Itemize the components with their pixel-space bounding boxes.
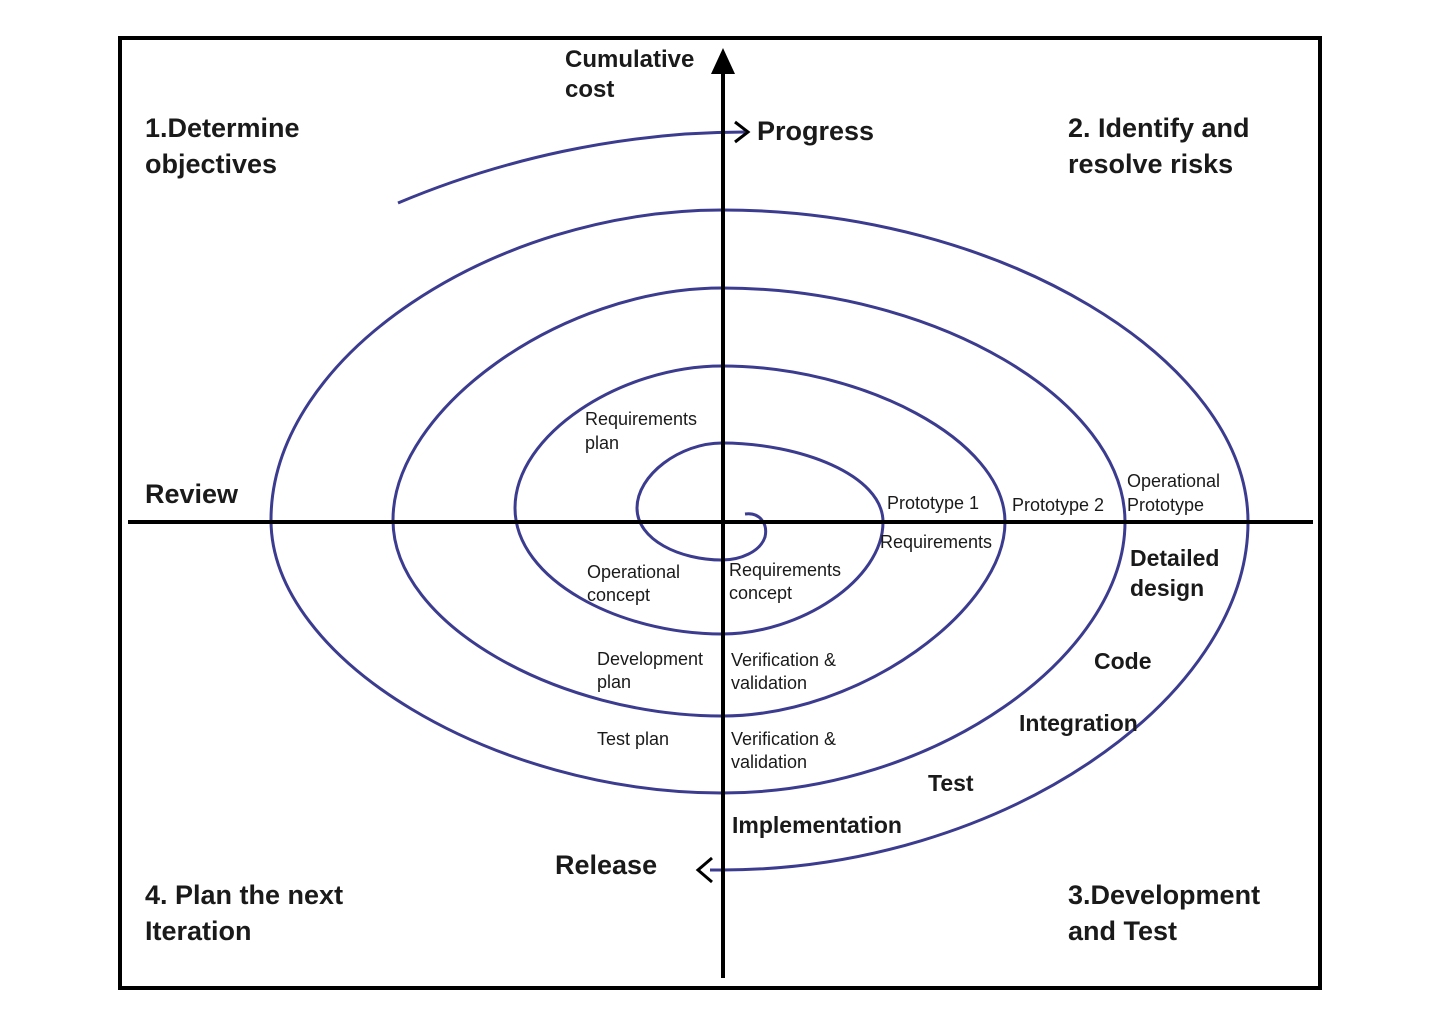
operational-prototype-label-line1: Operational [1127,471,1220,491]
operational-concept-label-line1: Operational [587,562,680,582]
quadrant-4-title-line1: 4. Plan the next [145,880,343,910]
development-plan-label-line2: plan [597,672,631,692]
verification-validation-2-label-line2: validation [731,752,807,772]
detailed-design-label-line2: design [1130,575,1204,601]
test-label: Test [928,770,974,796]
quadrant-2-title-line2: resolve risks [1068,149,1233,179]
review-label: Review [145,479,239,509]
quadrant-2-title-line1: 2. Identify and [1068,113,1250,143]
quadrant-1-title-line1: 1.Determine [145,113,300,143]
detailed-design-label-line1: Detailed [1130,545,1219,571]
y-axis-label-line1: Cumulative [565,46,694,73]
requirements-plan-label-line2: plan [585,433,619,453]
integration-label: Integration [1019,710,1138,736]
verification-validation-1-label-line2: validation [731,673,807,693]
implementation-label: Implementation [732,812,902,838]
verification-validation-2-label-line1: Verification & [731,729,836,749]
development-plan-label-line1: Development [597,649,703,669]
code-label: Code [1094,648,1152,674]
diagram-frame [118,36,1322,990]
requirements-concept-label-line1: Requirements [729,560,841,580]
operational-prototype-label-line2: Prototype [1127,495,1204,515]
prototype-1-label: Prototype 1 [887,493,979,513]
requirements-plan-label-line1: Requirements [585,409,697,429]
quadrant-1-title-line2: objectives [145,149,277,179]
quadrant-4-title-line2: Iteration [145,916,252,946]
quadrant-3-title-line2: and Test [1068,916,1177,946]
test-plan-label: Test plan [597,729,669,749]
cumulative-cost-arrow-icon [711,48,735,74]
progress-arrow [397,130,746,205]
release-label: Release [555,850,657,880]
operational-concept-label-line2: concept [587,585,650,605]
requirements-concept-label-line2: concept [729,583,792,603]
progress-label: Progress [757,116,874,146]
y-axis-label-line2: cost [565,76,614,103]
verification-validation-1-label-line1: Verification & [731,650,836,670]
release-arrow-icon [695,856,713,884]
quadrant-3-title-line1: 3.Development [1068,880,1260,910]
progress-arrow-icon [734,120,751,144]
prototype-2-label: Prototype 2 [1012,495,1104,515]
requirements-label: Requirements [880,532,992,552]
